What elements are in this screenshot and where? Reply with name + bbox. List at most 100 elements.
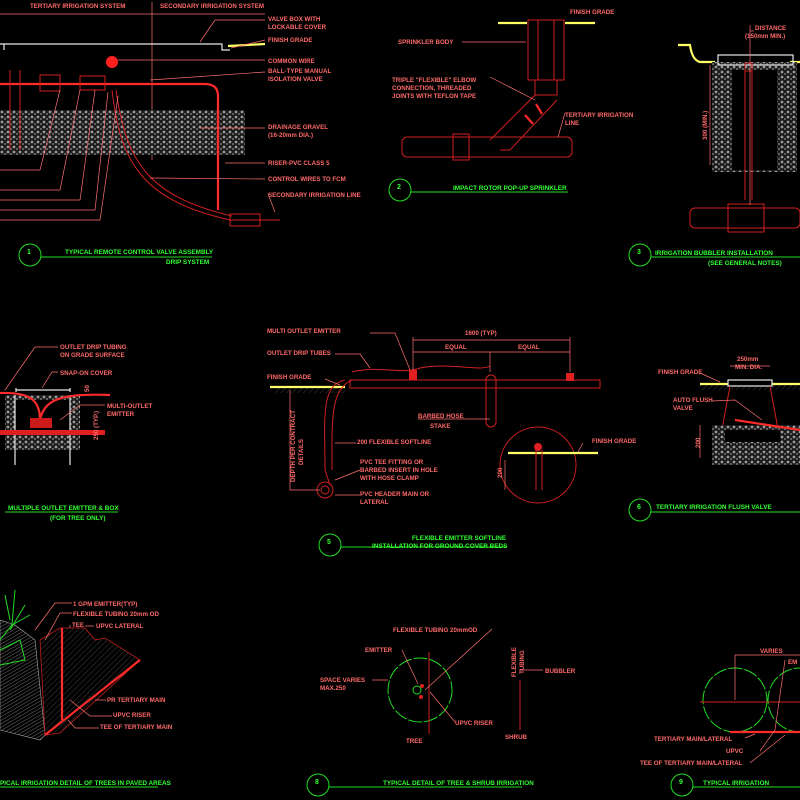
detail-8-tree-shrub-irrigation: FLEXIBLE TUBING 20mmOD EMITTER SPACE VAR… <box>306 627 576 797</box>
detail-number-bubble <box>628 243 652 267</box>
label: AUTO FLUSH <box>673 397 713 404</box>
label: FLEXIBLE TUBING 20mm OD <box>73 611 159 618</box>
detail-title: FLEXIBLE EMITTER SOFTLINE <box>412 535 507 542</box>
dimension-top: 50 <box>84 385 91 392</box>
detail-number: 6 <box>637 504 641 511</box>
label: UPVC RISER <box>455 720 493 727</box>
label: SNAP-ON COVER <box>60 370 113 377</box>
label: UPVC <box>726 748 744 755</box>
label: VALVE <box>673 405 693 412</box>
detail-4-multiple-outlet-emitter-box: OUTLET DRIP TUBING ON GRADE SURFACE SNAP… <box>0 344 152 522</box>
dimension-diameter: 250mm <box>737 356 759 363</box>
detail-number-bubble <box>388 178 412 202</box>
label: BUBBLER <box>545 668 576 675</box>
dimension-diameter-note: MIN. DIA. <box>735 364 762 371</box>
label: RISER-PVC CLASS 5 <box>268 160 330 167</box>
dimension-total: 1600 (TYP) <box>465 330 497 337</box>
detail-number: 8 <box>315 779 319 786</box>
label: TERTIARY IRRIGATION <box>565 112 634 119</box>
label: COMMON WIRE <box>268 58 315 65</box>
label: CONTROL WIRES TO FCM <box>268 176 346 183</box>
detail-number: 1 <box>27 249 31 256</box>
detail-number: 2 <box>397 184 401 191</box>
label: SPACE VARIES <box>320 677 365 684</box>
detail-number-bubble <box>670 773 694 797</box>
label: 200 FLEXIBLE SOFTLINE <box>357 439 431 446</box>
label: BALL-TYPE MANUAL <box>268 68 331 75</box>
detail-title: TYPICAL IRRIGATION <box>703 780 770 787</box>
detail-number-bubble <box>628 498 652 522</box>
detail-number: 9 <box>679 779 683 786</box>
ball-valve <box>106 56 118 68</box>
label: OUTLET DRIP TUBING <box>60 344 127 351</box>
label: EM <box>788 659 797 666</box>
label: (16-20mm DIA.) <box>268 132 313 139</box>
label: VALVE BOX WITH <box>268 16 321 23</box>
detail-number-bubble <box>306 773 330 797</box>
label: DISTANCE <box>755 25 786 32</box>
zone-right-label: SECONDARY IRRIGATION SYSTEM <box>160 3 264 10</box>
label: TEE OF TERTIARY MAIN <box>100 724 173 731</box>
label: SHRUB <box>505 734 528 741</box>
detail-subtitle: DRIP SYSTEM <box>166 259 209 266</box>
detail-title: TYPICAL DETAIL OF TREE & SHRUB IRRIGATIO… <box>383 780 534 787</box>
label: LOCKABLE COVER <box>268 24 327 31</box>
label: STAKE <box>430 423 451 430</box>
label: ISOLATION VALVE <box>268 76 323 83</box>
label: TRIPLE "FLEXIBLE" ELBOW <box>392 77 476 84</box>
label: WITH HOSE CLAMP <box>360 475 419 482</box>
label: DRAINAGE GRAVEL <box>268 124 328 131</box>
dimension-depth: 300 (MIN.) <box>702 111 709 140</box>
label: OUTLET DRIP TUBES <box>267 350 331 357</box>
dimension-depth: DEPTH PER CONTRACT <box>290 410 297 482</box>
label: EMITTER <box>365 647 393 654</box>
detail-number: 5 <box>327 539 331 546</box>
detail-title: TYPICAL REMOTE CONTROL VALVE ASSEMBLY <box>65 249 214 256</box>
dimension-equal: EQUAL <box>445 344 467 351</box>
dimension-200: 200 <box>497 467 504 478</box>
detail-3-bubbler-installation: DISTANCE (150mm MIN.) 300 (MIN.) 3 IRRIG… <box>628 25 800 267</box>
label: BARBED HOSE <box>418 413 464 420</box>
label: TEE OF TERTIARY MAIN/LATERAL <box>640 760 743 767</box>
label: FINISH GRADE <box>268 37 312 44</box>
detail-subtitle: (SEE GENERAL NOTES) <box>708 260 782 267</box>
label: VARIES <box>760 648 783 655</box>
label: FINISH GRADE <box>570 9 614 16</box>
zone-left-label: TERTIARY IRRIGATION SYSTEM <box>30 3 125 10</box>
label: TUBING <box>519 650 526 674</box>
label: LATERAL <box>360 499 389 506</box>
detail-5-flexible-emitter-softline: MULTI OUTLET EMITTER OUTLET DRIP TUBES F… <box>267 328 636 557</box>
label: PR TERTIARY MAIN <box>107 697 166 704</box>
label: MAX.250 <box>320 685 346 692</box>
label: UPVC RISER <box>113 712 151 719</box>
detail-title: IMPACT ROTOR POP-UP SPRINKLER <box>453 185 567 192</box>
label: PVC HEADER MAIN OR <box>360 491 430 498</box>
label: FLEXIBLE <box>511 647 518 677</box>
detail-1-leaders <box>0 19 276 221</box>
label: CONNECTION, THREADED <box>392 85 472 92</box>
detail-subtitle: INSTALLATION FOR GROUND COVER BEDS <box>372 543 508 550</box>
detail-title: PICAL IRRIGATION DETAIL OF TREES IN PAVE… <box>0 780 172 787</box>
label: FINISH GRADE <box>658 369 702 376</box>
detail-title: IRRIGATION BUBBLER INSTALLATION <box>655 250 773 257</box>
label: SECONDARY IRRIGATION LINE <box>268 192 361 199</box>
detail-7-trees-in-paved-areas: 1 GPM EMITTER(TYP) FLEXIBLE TUBING 20mm … <box>0 589 173 788</box>
dimension-depth-2: DETAILS <box>298 439 305 465</box>
label: TEE <box>72 622 84 629</box>
detail-number: 3 <box>637 249 641 256</box>
label: UPVC LATERAL <box>96 623 144 630</box>
label: (150mm MIN.) <box>745 33 785 40</box>
label: LINE <box>565 120 579 127</box>
detail-subtitle: (FOR TREE ONLY) <box>50 515 106 522</box>
detail-number-bubble <box>18 243 42 267</box>
label: EMITTER <box>107 411 135 418</box>
detail-1-remote-control-valve: TERTIARY IRRIGATION SYSTEM SECONDARY IRR… <box>0 2 361 267</box>
detail-title: TERTIARY IRRIGATION FLUSH VALVE <box>656 504 772 511</box>
label: FINISH GRADE <box>592 438 636 445</box>
dimension-depth: 200 <box>695 437 702 448</box>
label: MULTI OUTLET EMITTER <box>267 328 341 335</box>
detail-9-typical-irrigation-layout: VARIES EM TERTIARY MAIN/LATERAL UPVC TEE… <box>640 648 800 797</box>
drainage-gravel <box>0 110 245 155</box>
tree-canopy <box>387 657 453 723</box>
